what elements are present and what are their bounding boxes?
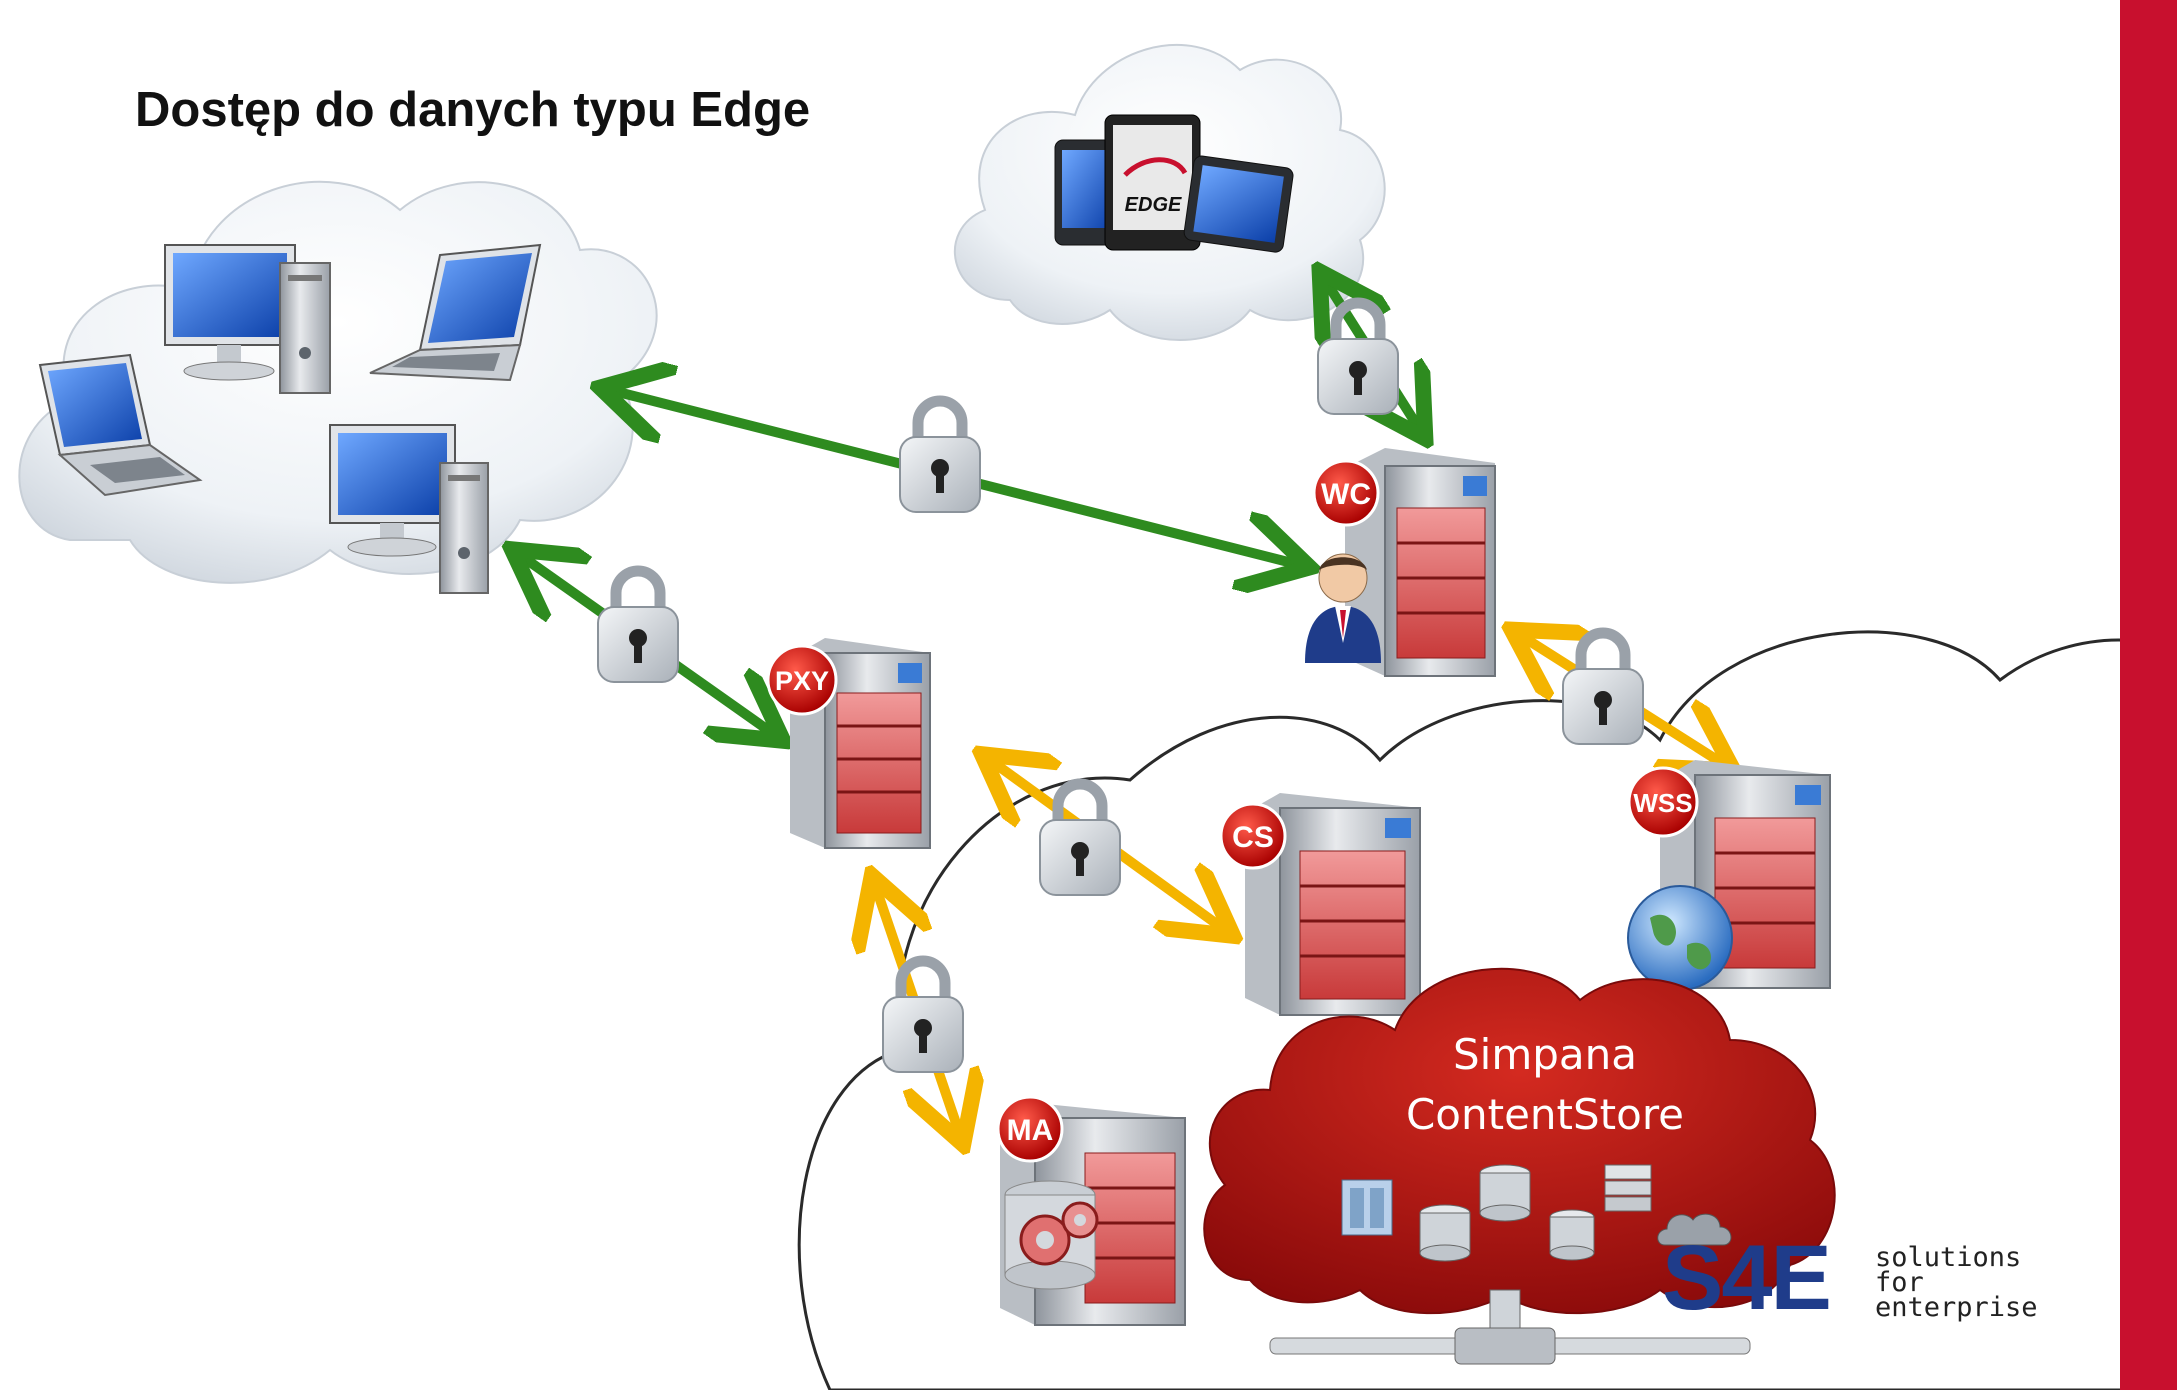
storage-devices — [1341, 1164, 1732, 1262]
server-cs-label: CS — [1232, 821, 1274, 854]
logo-text: solutions for enterprise — [1875, 1242, 2038, 1323]
storage-array-icon — [1604, 1164, 1652, 1212]
server-rack-icon — [1341, 1179, 1393, 1236]
lock-icon — [1562, 627, 1644, 745]
edge-app-icon: EDGE — [1104, 114, 1201, 251]
database-icon — [1479, 1164, 1531, 1222]
server-ma-label: MA — [1007, 1114, 1054, 1147]
lock-icon — [1039, 778, 1121, 896]
logo-line1: solutions — [1875, 1242, 2022, 1273]
logo-mark: S4E — [1662, 1227, 1832, 1329]
server-pxy: PXY — [766, 638, 931, 849]
gear-icon — [1004, 1180, 1099, 1290]
lock-icon — [899, 395, 981, 513]
cloud-storage-icon — [1657, 1213, 1732, 1246]
desktop-computer-icon — [164, 244, 331, 394]
edge-label: EDGE — [1125, 194, 1182, 216]
page-title: Dostęp do danych typu Edge — [135, 83, 811, 137]
globe-icon — [1627, 885, 1733, 991]
accent-bar — [2120, 0, 2177, 1390]
content-store-label-line2: ContentStore — [1405, 1090, 1685, 1139]
server-pxy-label: PXY — [775, 666, 829, 696]
server-wc-label: WC — [1321, 478, 1371, 511]
content-store-label-line1: Simpana — [1453, 1030, 1637, 1079]
desktop-computer-icon — [329, 424, 489, 594]
logo-line2: for — [1875, 1267, 1924, 1298]
network-connector — [1269, 1289, 1751, 1365]
user-icon — [1305, 553, 1381, 663]
server-wss-label: WSS — [1633, 788, 1692, 818]
laptop-icon — [369, 243, 542, 382]
server-wc: WC — [1312, 448, 1496, 677]
database-icon — [1419, 1204, 1471, 1262]
lock-icon — [1317, 297, 1399, 415]
laptop-icon — [38, 353, 203, 497]
lock-icon — [882, 955, 964, 1073]
tablet-icon — [1183, 155, 1294, 253]
server-cs: CS — [1219, 793, 1421, 1016]
database-icon — [1549, 1209, 1595, 1261]
logo-line3: enterprise — [1875, 1292, 2038, 1323]
lock-icon — [597, 565, 679, 683]
